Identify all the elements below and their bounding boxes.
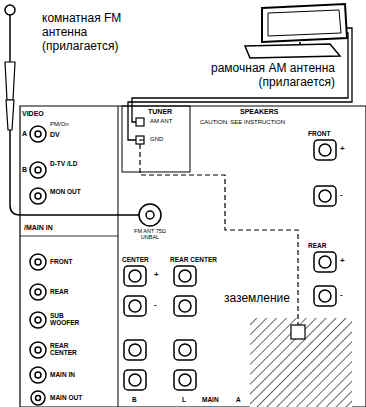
panel-label: REAR CENTER — [170, 256, 220, 263]
panel-label: MON OUT — [50, 188, 84, 195]
panel-label: VIDEO — [22, 110, 62, 118]
panel-label: MAIN IN — [50, 371, 110, 378]
polarity-mark: + — [154, 270, 164, 279]
panel-label: REAR — [308, 242, 348, 249]
am-loop-antenna — [128, 4, 352, 140]
panel-label: B — [132, 396, 144, 403]
ground-stake — [291, 325, 305, 339]
polarity-mark: - — [340, 190, 350, 199]
polarity-mark: - — [154, 300, 164, 309]
panel-label: B — [22, 166, 32, 174]
panel-label: FRONT — [308, 130, 348, 137]
panel-divider — [20, 236, 118, 237]
panel-label: TUNER — [148, 108, 188, 116]
panel-label: PM/On — [50, 121, 90, 128]
ground-area — [250, 318, 352, 407]
panel-label: CENTER — [122, 256, 162, 263]
panel-label: DV — [50, 131, 90, 139]
polarity-mark: + — [340, 256, 350, 265]
terminal-label: GND — [150, 136, 188, 143]
antenna-caption: рамочная AM антенна (прилагается) — [170, 62, 335, 90]
fm-jack — [139, 204, 161, 226]
am-terminal — [136, 118, 144, 126]
rca-jacks — [30, 126, 46, 405]
panel-label: L — [182, 396, 194, 403]
polarity-mark: + — [340, 144, 350, 153]
terminal-label: AM ANT — [150, 118, 188, 125]
panel-label: REAR — [50, 288, 110, 295]
panel-label: A — [22, 130, 32, 138]
panel-label: REAR CENTER — [50, 342, 90, 357]
panel-label: FRONT — [50, 258, 110, 265]
polarity-mark: - — [340, 290, 350, 299]
panel-label: D-TV /LD — [50, 160, 84, 167]
ground-caption: заземление — [205, 292, 290, 306]
panel-label: MAIN OUT — [50, 394, 110, 401]
ground-hatch — [250, 318, 352, 407]
antenna-caption: комнатная FM антенна (прилагается) — [42, 12, 157, 53]
panel-label: A — [236, 396, 248, 403]
panel-divider — [118, 106, 119, 407]
panel-label: CAUTION: SEE INSTRUCTION — [200, 119, 310, 126]
jack-label: FM ANT 75Ω UNBAL — [126, 228, 174, 241]
panel-label: SUB WOOFER — [50, 312, 90, 327]
panel-label: SPEAKERS — [240, 108, 300, 116]
rear-panel — [20, 106, 366, 407]
panel-label: MAIN — [202, 396, 232, 403]
panel-label: /MAIN IN — [24, 224, 84, 232]
